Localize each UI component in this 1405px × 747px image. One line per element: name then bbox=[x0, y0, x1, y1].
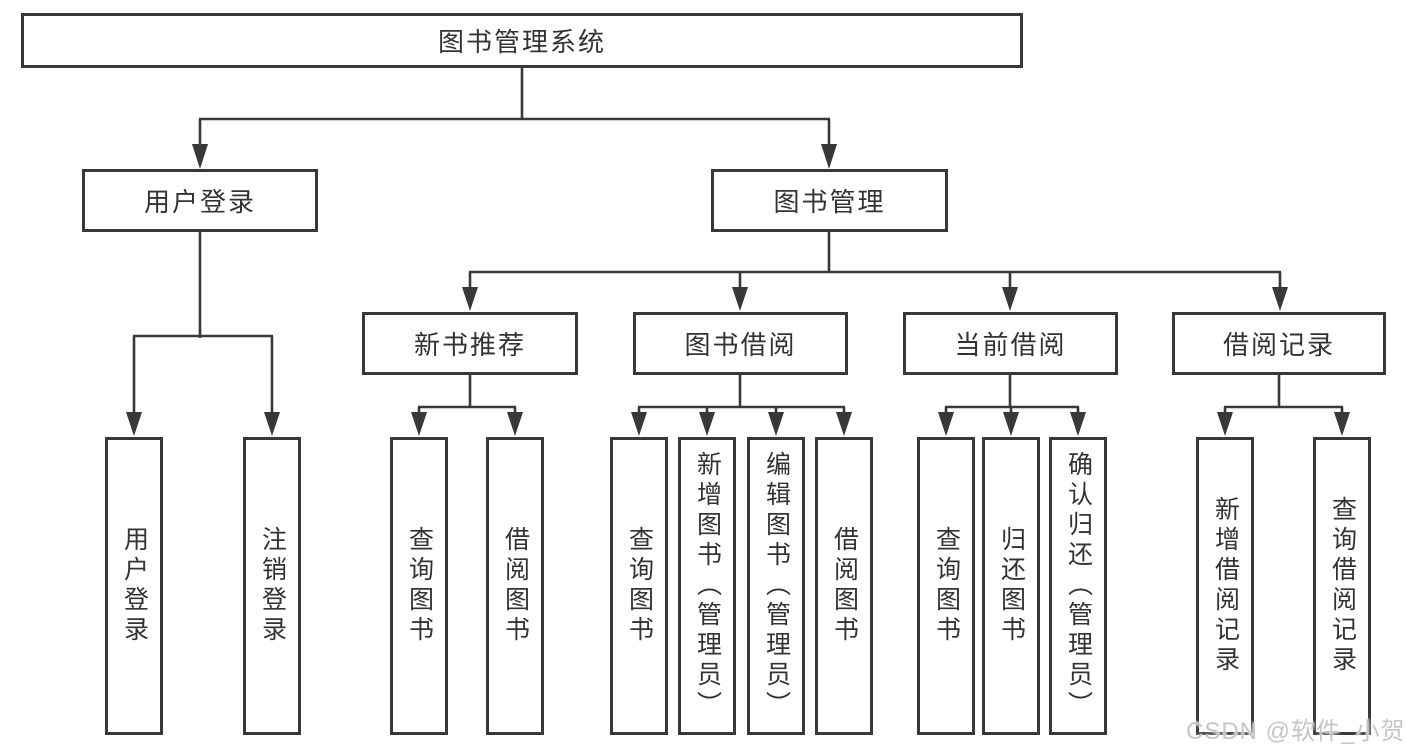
node-new-book-recommend-label: 新书推荐 bbox=[413, 330, 526, 360]
leaf-add-borrow-record-label: 新增借阅记录 bbox=[1211, 496, 1240, 676]
leaf-borrowing-borrow-books: 借阅图书 bbox=[815, 437, 873, 735]
leaf-user-login-label: 用户登录 bbox=[120, 526, 149, 646]
leaf-add-borrow-record: 新增借阅记录 bbox=[1196, 437, 1254, 735]
node-new-book-recommend: 新书推荐 bbox=[362, 312, 578, 375]
node-user-login-label: 用户登录 bbox=[143, 187, 256, 217]
leaf-add-books-admin: 新增图书（管理员） bbox=[678, 437, 736, 735]
leaf-query-borrow-record-label: 查询借阅记录 bbox=[1328, 496, 1357, 676]
leaf-borrowing-query-books: 查询图书 bbox=[610, 437, 668, 735]
leaf-confirm-return-admin: 确认归还（管理员） bbox=[1049, 437, 1107, 735]
leaf-query-borrow-record: 查询借阅记录 bbox=[1313, 437, 1371, 735]
node-current-borrowing: 当前借阅 bbox=[903, 312, 1118, 375]
node-root: 图书管理系统 bbox=[21, 13, 1023, 68]
node-book-management-label: 图书管理 bbox=[773, 187, 886, 217]
leaf-borrowing-borrow-books-label: 借阅图书 bbox=[830, 526, 859, 646]
leaf-current-query-books: 查询图书 bbox=[917, 437, 975, 735]
leaf-edit-books-admin-label: 编辑图书（管理员） bbox=[762, 451, 791, 721]
leaf-recommend-borrow-books: 借阅图书 bbox=[486, 437, 544, 735]
leaf-current-query-books-label: 查询图书 bbox=[932, 526, 961, 646]
leaf-recommend-borrow-books-label: 借阅图书 bbox=[501, 526, 530, 646]
leaf-recommend-query-books-label: 查询图书 bbox=[405, 526, 434, 646]
leaf-edit-books-admin: 编辑图书（管理员） bbox=[747, 437, 805, 735]
leaf-confirm-return-admin-label: 确认归还（管理员） bbox=[1064, 451, 1093, 721]
node-user-login: 用户登录 bbox=[82, 169, 318, 232]
node-book-management: 图书管理 bbox=[711, 169, 948, 232]
node-borrowing-records: 借阅记录 bbox=[1172, 312, 1386, 375]
leaf-recommend-query-books: 查询图书 bbox=[390, 437, 448, 735]
watermark: CSDN @软件_小贺同学 bbox=[1186, 718, 1405, 745]
node-root-label: 图书管理系统 bbox=[437, 27, 606, 57]
node-book-borrowing: 图书借阅 bbox=[633, 312, 848, 375]
leaf-logout-label: 注销登录 bbox=[258, 526, 287, 646]
node-current-borrowing-label: 当前借阅 bbox=[954, 330, 1067, 360]
leaf-logout: 注销登录 bbox=[243, 437, 301, 735]
leaf-borrowing-query-books-label: 查询图书 bbox=[625, 526, 654, 646]
leaf-add-books-admin-label: 新增图书（管理员） bbox=[693, 451, 722, 721]
leaf-return-books: 归还图书 bbox=[982, 437, 1040, 735]
leaf-return-books-label: 归还图书 bbox=[997, 526, 1026, 646]
leaf-user-login: 用户登录 bbox=[105, 437, 163, 735]
node-borrowing-records-label: 借阅记录 bbox=[1222, 330, 1335, 360]
node-book-borrowing-label: 图书借阅 bbox=[684, 330, 797, 360]
